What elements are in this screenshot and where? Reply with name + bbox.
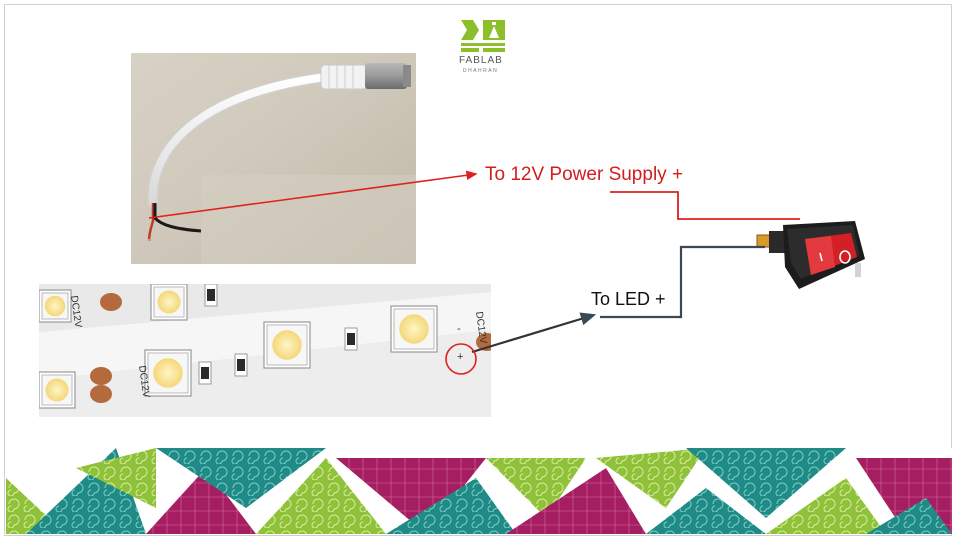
power-supply-label: To 12V Power Supply + [485, 164, 684, 185]
rocker-switch [755, 217, 870, 295]
strip-mark-upper: DC12V [68, 295, 83, 329]
led-strip-photo: + - DC12V DC12V DC12V [39, 284, 491, 417]
led-chip [39, 289, 72, 323]
led-chip [39, 371, 76, 409]
decorative-banner [6, 448, 952, 534]
strip-mark-lower: DC12V [136, 365, 151, 399]
red-wire-to-switch [610, 191, 800, 220]
strip-plus-sign: + [457, 351, 463, 363]
solder-pad [100, 293, 122, 311]
logo-subtitle: DHAHRAN [463, 68, 499, 74]
slide-frame [4, 4, 952, 536]
led-chip [150, 284, 188, 321]
red-wire-arrow [148, 170, 478, 219]
fablab-logo: FABLAB DHAHRAN [455, 18, 511, 74]
led-strip-diagram [39, 284, 491, 409]
resistor-chip [344, 327, 358, 351]
logo-name: FABLAB [459, 55, 503, 66]
resistor-chip [204, 284, 218, 307]
solder-pad [90, 367, 112, 385]
resistor-chip [234, 353, 248, 377]
cable-photo [131, 53, 416, 264]
plus-terminal-highlight [445, 343, 477, 375]
rocker-switch-icon [756, 221, 865, 289]
led-chip [390, 305, 438, 353]
dark-wire-arrow [471, 312, 597, 354]
led-label: To LED + [591, 289, 666, 309]
dark-wire-to-switch [600, 245, 765, 319]
fablab-logo-icon [461, 20, 505, 52]
strip-mark-right: DC12V [473, 311, 488, 345]
dc-connector-icon [320, 63, 411, 90]
solder-pad [90, 385, 112, 403]
strip-minus-sign: - [457, 323, 461, 335]
led-chip [263, 321, 311, 369]
resistor-chip [198, 361, 212, 385]
led-chip [144, 349, 192, 397]
